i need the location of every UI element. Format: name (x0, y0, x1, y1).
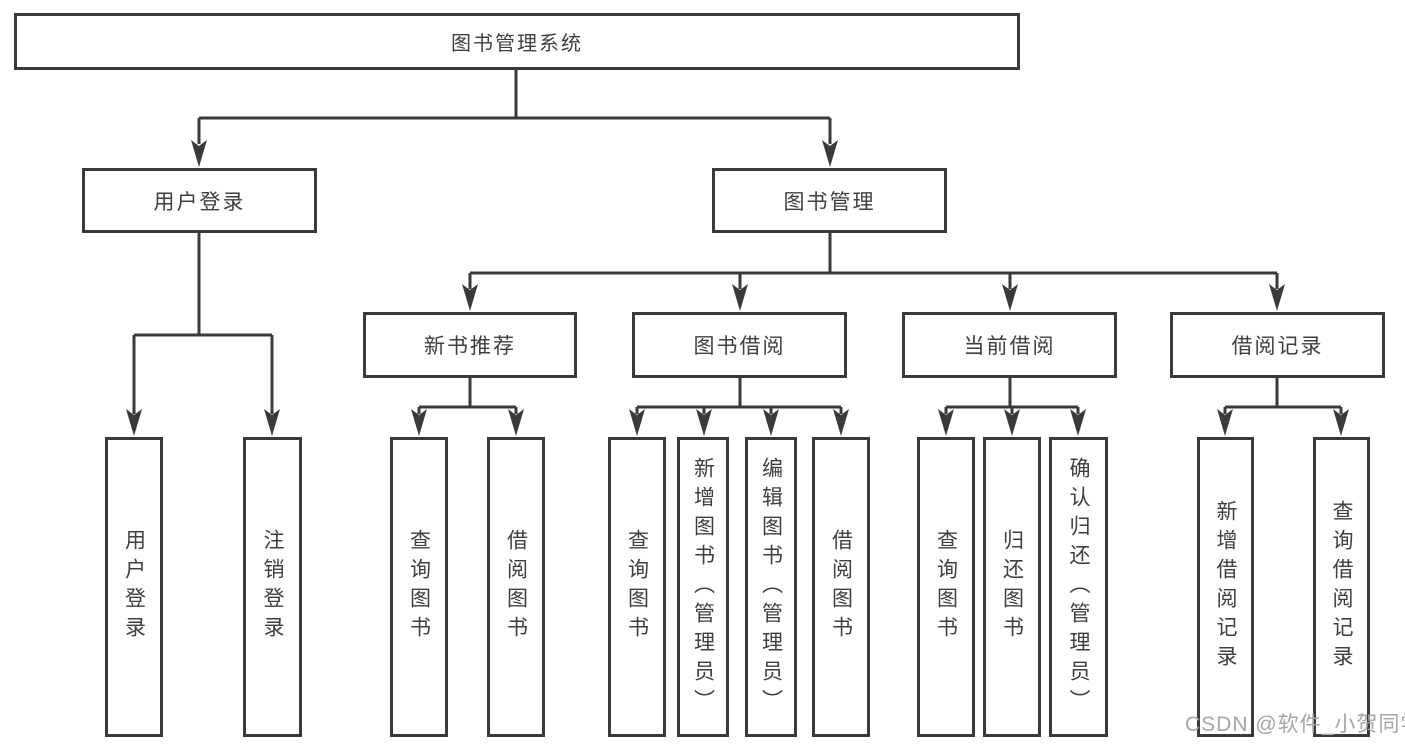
arrowhead (1070, 409, 1086, 436)
leaf-confirm-return-admin: 确认归还（管理员） (1049, 437, 1108, 737)
leaf-user-login: 用户登录 (105, 437, 163, 737)
leaf-query-borrow-record-label: 查询借阅记录 (1330, 500, 1353, 674)
leaf-query-books-current: 查询图书 (917, 437, 975, 737)
leaf-edit-book-admin-label: 编辑图书（管理员） (759, 456, 783, 718)
node-current-borrow: 当前借阅 (902, 312, 1117, 378)
leaf-add-book-admin-label: 新增图书（管理员） (691, 456, 715, 718)
node-new-book-recommend-label: 新书推荐 (424, 335, 516, 358)
node-book-management-label: 图书管理 (783, 190, 876, 214)
leaf-user-login-label: 用户登录 (122, 529, 146, 645)
watermark: CSDN @软件_小贺同学 (1185, 713, 1405, 736)
leaf-query-books-recommend: 查询图书 (390, 437, 448, 737)
arrowhead (1004, 409, 1020, 436)
leaf-edit-book-admin: 编辑图书（管理员） (745, 437, 797, 737)
leaf-add-book-admin: 新增图书（管理员） (677, 437, 729, 737)
arrowhead (1217, 409, 1233, 436)
node-book-borrow: 图书借阅 (632, 312, 847, 378)
node-borrow-records: 借阅记录 (1170, 312, 1385, 378)
node-borrow-records-label: 借阅记录 (1231, 335, 1324, 358)
leaf-query-books-current-label: 查询图书 (934, 529, 958, 645)
leaf-return-book-label: 归还图书 (1000, 529, 1024, 645)
arrowhead (732, 284, 748, 311)
arrowhead (822, 140, 838, 167)
node-current-borrow-label: 当前借阅 (963, 335, 1056, 358)
leaf-query-books-borrow: 查询图书 (608, 437, 666, 737)
leaf-logout-label: 注销登录 (261, 529, 284, 645)
node-book-management: 图书管理 (712, 168, 947, 233)
arrowhead (508, 409, 524, 436)
leaf-borrow-books-recommend: 借阅图书 (487, 437, 545, 737)
leaf-borrow-books: 借阅图书 (812, 437, 870, 737)
arrowhead (126, 409, 142, 436)
node-new-book-recommend: 新书推荐 (363, 312, 577, 378)
leaf-query-books-borrow-label: 查询图书 (625, 529, 649, 645)
arrowhead (938, 409, 954, 436)
leaf-borrow-books-recommend-label: 借阅图书 (504, 529, 528, 645)
arrowhead (1333, 409, 1349, 436)
arrowhead (411, 409, 427, 436)
arrowhead (1002, 284, 1018, 311)
leaf-return-book: 归还图书 (983, 437, 1041, 737)
arrowhead (462, 284, 478, 311)
arrowhead (191, 140, 207, 167)
node-user-login: 用户登录 (82, 168, 317, 233)
arrowhead (629, 409, 645, 436)
leaf-add-borrow-record: 新增借阅记录 (1197, 437, 1254, 737)
node-user-login-label: 用户登录 (153, 190, 246, 214)
leaf-borrow-books-label: 借阅图书 (829, 529, 853, 645)
leaf-query-borrow-record: 查询借阅记录 (1313, 437, 1370, 737)
node-book-borrow-label: 图书借阅 (693, 335, 786, 358)
arrowhead (763, 409, 779, 436)
leaf-add-borrow-record-label: 新增借阅记录 (1214, 500, 1237, 674)
leaf-query-books-recommend-label: 查询图书 (407, 529, 431, 645)
arrowhead (833, 409, 849, 436)
arrowhead (264, 409, 280, 436)
node-root-label: 图书管理系统 (451, 33, 583, 55)
arrowhead (1269, 284, 1285, 311)
leaf-logout: 注销登录 (243, 437, 302, 737)
leaf-confirm-return-admin-label: 确认归还（管理员） (1067, 456, 1090, 718)
arrowhead (696, 409, 712, 436)
node-root: 图书管理系统 (14, 13, 1020, 70)
